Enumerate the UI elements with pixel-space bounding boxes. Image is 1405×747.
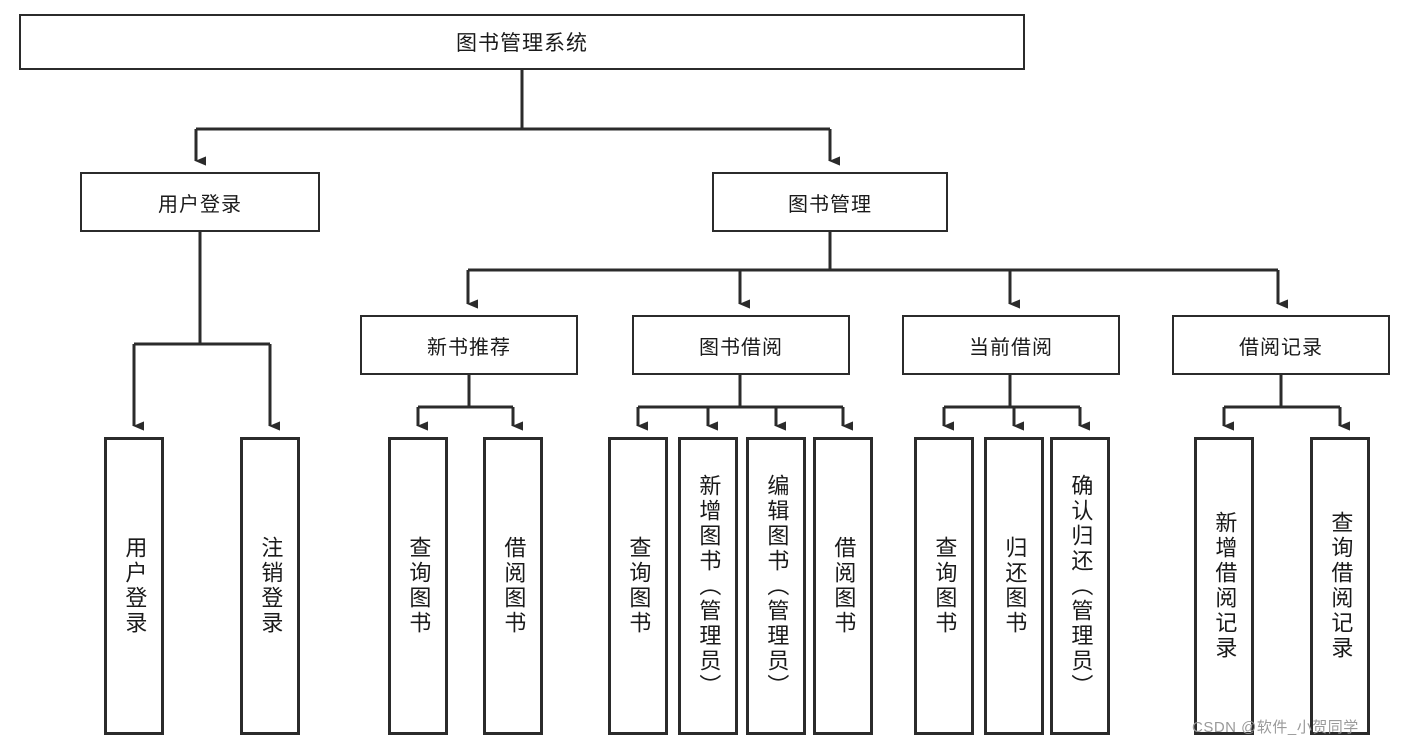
node-leaf-confirm-return[interactable]: 确认归还（管理员） [1050,437,1110,735]
node-new-book-rec-label: 新书推荐 [427,336,511,359]
node-current-borrow-label: 当前借阅 [969,336,1053,359]
node-leaf-query-record[interactable]: 查询借阅记录 [1310,437,1370,735]
node-leaf-add-record-label: 新增借阅记录 [1212,511,1238,661]
node-current-borrow[interactable]: 当前借阅 [902,315,1120,375]
node-user-login[interactable]: 用户登录 [80,172,320,232]
node-book-borrow[interactable]: 图书借阅 [632,315,850,375]
node-borrow-record-label: 借阅记录 [1239,336,1323,359]
node-leaf-query-book-1-label: 查询图书 [406,536,432,636]
node-leaf-add-record[interactable]: 新增借阅记录 [1194,437,1254,735]
node-leaf-borrow-book-2-label: 借阅图书 [831,536,857,636]
node-leaf-borrow-book-1-label: 借阅图书 [501,536,527,636]
node-leaf-query-book-3[interactable]: 查询图书 [914,437,974,735]
node-leaf-user-login-label: 用户登录 [122,536,148,636]
node-leaf-return-book[interactable]: 归还图书 [984,437,1044,735]
node-leaf-add-book-label: 新增图书（管理员） [696,473,722,699]
node-book-borrow-label: 图书借阅 [699,336,783,359]
node-leaf-edit-book-label: 编辑图书（管理员） [764,473,790,699]
node-leaf-borrow-book-1[interactable]: 借阅图书 [483,437,543,735]
node-leaf-query-book-3-label: 查询图书 [932,536,958,636]
csdn-watermark: CSDN @软件_小贺同学 [1192,719,1359,736]
node-borrow-record[interactable]: 借阅记录 [1172,315,1390,375]
node-book-manage-label: 图书管理 [788,193,872,216]
node-root-label: 图书管理系统 [456,32,588,55]
node-leaf-edit-book[interactable]: 编辑图书（管理员） [746,437,806,735]
node-root[interactable]: 图书管理系统 [19,14,1025,70]
node-leaf-borrow-book-2[interactable]: 借阅图书 [813,437,873,735]
node-leaf-logout[interactable]: 注销登录 [240,437,300,735]
node-leaf-query-record-label: 查询借阅记录 [1328,511,1354,661]
node-leaf-query-book-2[interactable]: 查询图书 [608,437,668,735]
node-new-book-rec[interactable]: 新书推荐 [360,315,578,375]
node-leaf-confirm-return-label: 确认归还（管理员） [1068,473,1094,699]
node-leaf-user-login[interactable]: 用户登录 [104,437,164,735]
node-leaf-query-book-2-label: 查询图书 [626,536,652,636]
node-leaf-logout-label: 注销登录 [258,536,284,636]
node-leaf-add-book[interactable]: 新增图书（管理员） [678,437,738,735]
node-leaf-query-book-1[interactable]: 查询图书 [388,437,448,735]
node-leaf-return-book-label: 归还图书 [1002,536,1028,636]
node-user-login-label: 用户登录 [158,193,242,216]
node-book-manage[interactable]: 图书管理 [712,172,948,232]
